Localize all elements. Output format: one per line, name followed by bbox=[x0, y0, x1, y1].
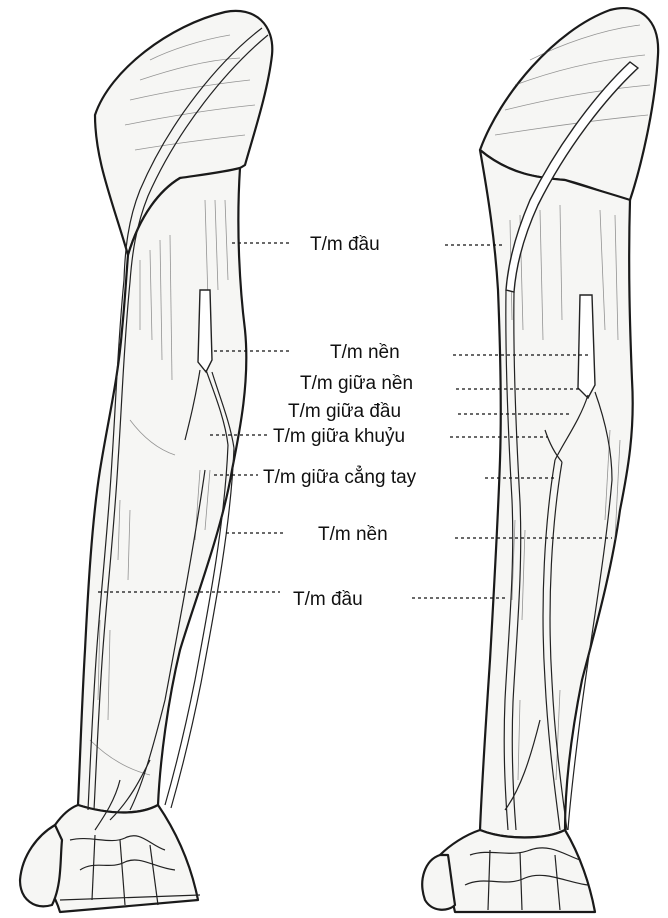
label-median-antebrachial: T/m giữa cẳng tay bbox=[263, 466, 417, 488]
left-arm-illustration bbox=[20, 11, 272, 912]
right-hand bbox=[440, 830, 595, 912]
label-cephalic-forearm: T/m đầu bbox=[293, 589, 363, 610]
vein-labels: T/m đầu T/m nền T/m giữa nền T/m giữa đầ… bbox=[263, 234, 417, 610]
right-arm-illustration bbox=[422, 8, 658, 912]
label-median-basilic: T/m giữa nền bbox=[300, 373, 413, 394]
label-median-cephalic: T/m giữa đầu bbox=[288, 401, 401, 422]
label-median-cubital: T/m giữa khuỷu bbox=[273, 426, 405, 447]
label-basilic-forearm: T/m nền bbox=[318, 524, 388, 545]
label-cephalic-upper: T/m đầu bbox=[310, 234, 380, 255]
left-thumb bbox=[20, 825, 62, 906]
left-arm-body bbox=[78, 168, 246, 813]
right-thumb bbox=[422, 855, 455, 910]
label-basilic-upper: T/m nền bbox=[330, 342, 400, 363]
